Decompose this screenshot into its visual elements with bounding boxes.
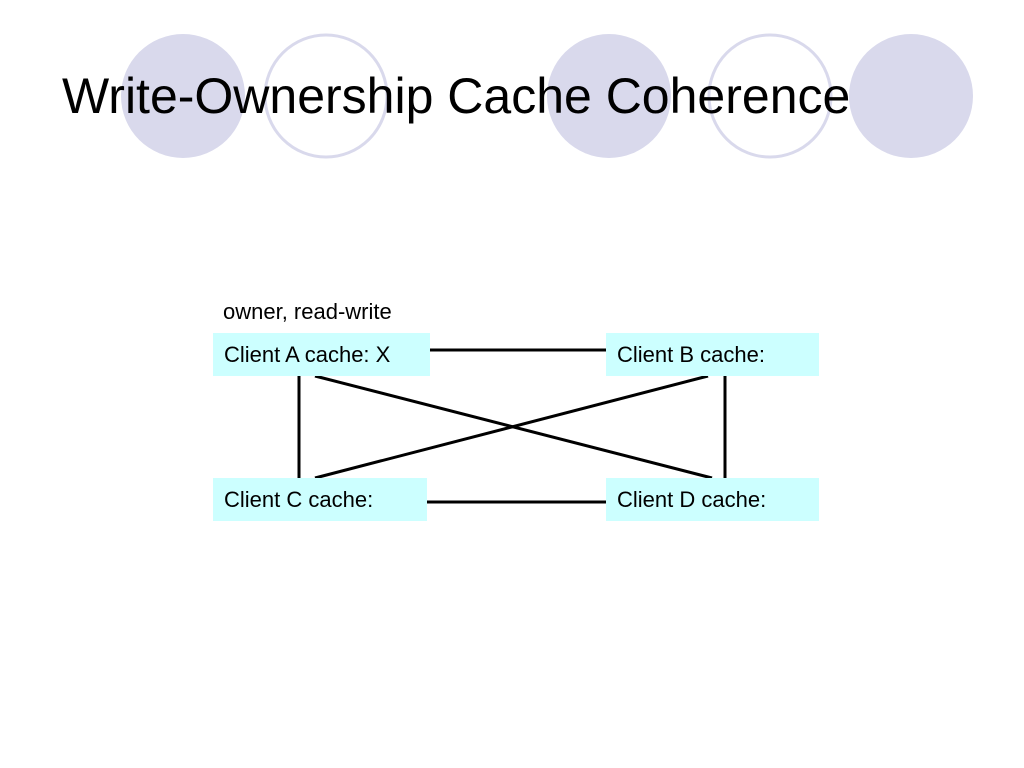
decor-circle-filled — [547, 34, 671, 158]
title-decoration — [121, 33, 973, 159]
decor-circle-filled — [121, 34, 245, 158]
client-a-cache-box: Client A cache: X — [213, 333, 430, 376]
decor-circle-outline — [263, 33, 389, 159]
owner-annotation: owner, read-write — [223, 299, 392, 324]
client-c-cache-box: Client C cache: — [213, 478, 427, 521]
connector-b-c — [314, 374, 709, 480]
client-d-cache-box: Client D cache: — [606, 478, 819, 521]
client-b-cache-box: Client B cache: — [606, 333, 819, 376]
decor-circle-outline — [707, 33, 833, 159]
slide-title: Write-Ownership Cache Coherence — [62, 68, 851, 124]
decor-circle-filled — [849, 34, 973, 158]
